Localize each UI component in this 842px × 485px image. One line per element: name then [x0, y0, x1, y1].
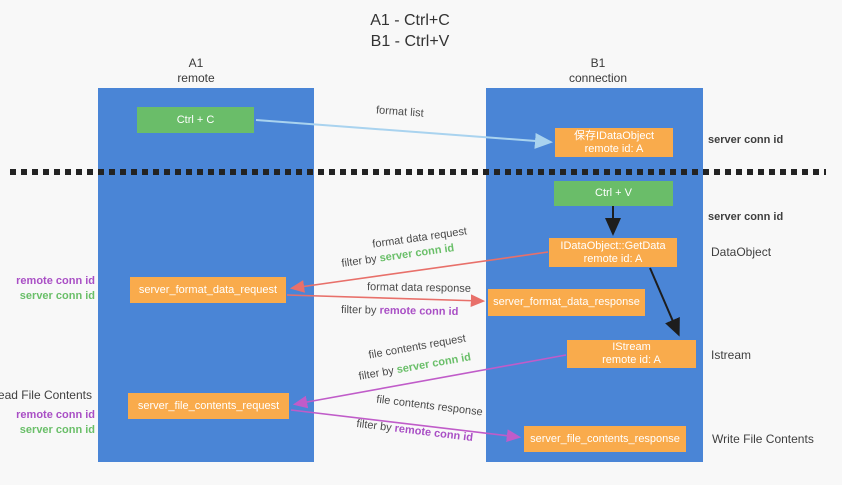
node-getdata-remote-id: remote id: A: [583, 252, 643, 265]
node-idataobject-getdata: IDataObject::GetData remote id: A: [549, 238, 677, 267]
annotation-conn-ids-top: remote conn id server conn id: [16, 274, 95, 304]
lane-b1-name: B1: [590, 56, 606, 70]
server-conn-id-label: server conn id: [19, 424, 95, 436]
lane-a1-name: A1: [188, 56, 204, 70]
lane-header-a1: A1 remote: [146, 56, 246, 86]
annotation-server-conn-id-top: server conn id: [708, 134, 784, 146]
diagram-title: A1 - Ctrl+C B1 - Ctrl+V: [310, 10, 510, 52]
annotation-read-file-contents: Read File Contents: [0, 388, 92, 402]
node-server-file-contents-request: server_file_contents_request: [128, 393, 289, 419]
node-ctrl-v-label: Ctrl + V: [595, 187, 632, 199]
title-line-ctrl-v: B1 - Ctrl+V: [370, 33, 450, 50]
divider-dotted-line: [10, 169, 826, 175]
arrow-file-contents-request: [292, 354, 567, 409]
node-istream-title: IStream: [612, 341, 651, 353]
edge-label-format-data-response: format data response: [366, 281, 472, 295]
lane-header-b1: B1 connection: [548, 56, 648, 86]
filter-by-text: filter by: [340, 303, 380, 317]
node-ctrl-c: Ctrl + C: [137, 107, 254, 133]
lane-a1-subtitle: remote: [177, 71, 215, 85]
node-ctrl-c-label: Ctrl + C: [176, 113, 215, 126]
annotation-istream: Istream: [711, 348, 752, 362]
node-format-response-label: server_format_data_response: [493, 296, 640, 308]
node-server-file-contents-response: server_file_contents_response: [524, 426, 686, 452]
lane-b1-subtitle: connection: [568, 71, 628, 85]
arrow-format-data-request: [289, 251, 549, 293]
node-format-request-label: server_format_data_request: [138, 283, 278, 296]
arrow-file-contents-response: [290, 409, 522, 443]
annotation-server-conn-id-mid: server conn id: [708, 211, 784, 223]
title-line-ctrl-c: A1 - Ctrl+C: [370, 12, 450, 29]
node-istream-remote-id: remote id: A: [602, 354, 661, 366]
remote-conn-id-key: remote conn id: [379, 304, 459, 319]
node-save-idataobject-remote-id: remote id: A: [584, 142, 644, 155]
remote-conn-id-label: remote conn id: [16, 409, 95, 421]
annotation-write-file-contents: Write File Contents: [712, 432, 814, 446]
annotation-conn-ids-bottom: remote conn id server conn id: [16, 408, 95, 438]
arrow-format-data-response: [286, 294, 486, 308]
node-save-idataobject: 保存IDataObject remote id: A: [555, 128, 673, 157]
arrow-format-list: [255, 119, 553, 149]
remote-conn-id-label: remote conn id: [16, 275, 95, 287]
node-getdata-title: IDataObject::GetData: [560, 239, 666, 252]
node-file-response-label: server_file_contents_response: [530, 432, 680, 445]
server-conn-id-label: server conn id: [19, 290, 95, 302]
node-save-idataobject-title: 保存IDataObject: [573, 129, 655, 142]
annotation-dataobject: DataObject: [711, 245, 772, 259]
node-server-format-data-response: server_format_data_response: [488, 289, 645, 316]
node-ctrl-v: Ctrl + V: [554, 181, 673, 206]
node-file-request-label: server_file_contents_request: [137, 399, 280, 412]
node-istream: IStream remote id: A: [567, 340, 696, 368]
node-server-format-data-request: server_format_data_request: [130, 277, 286, 303]
edge-filter-format-data-response: filter by remote conn id: [341, 304, 459, 318]
arrow-getdata-to-istream: [649, 267, 680, 337]
